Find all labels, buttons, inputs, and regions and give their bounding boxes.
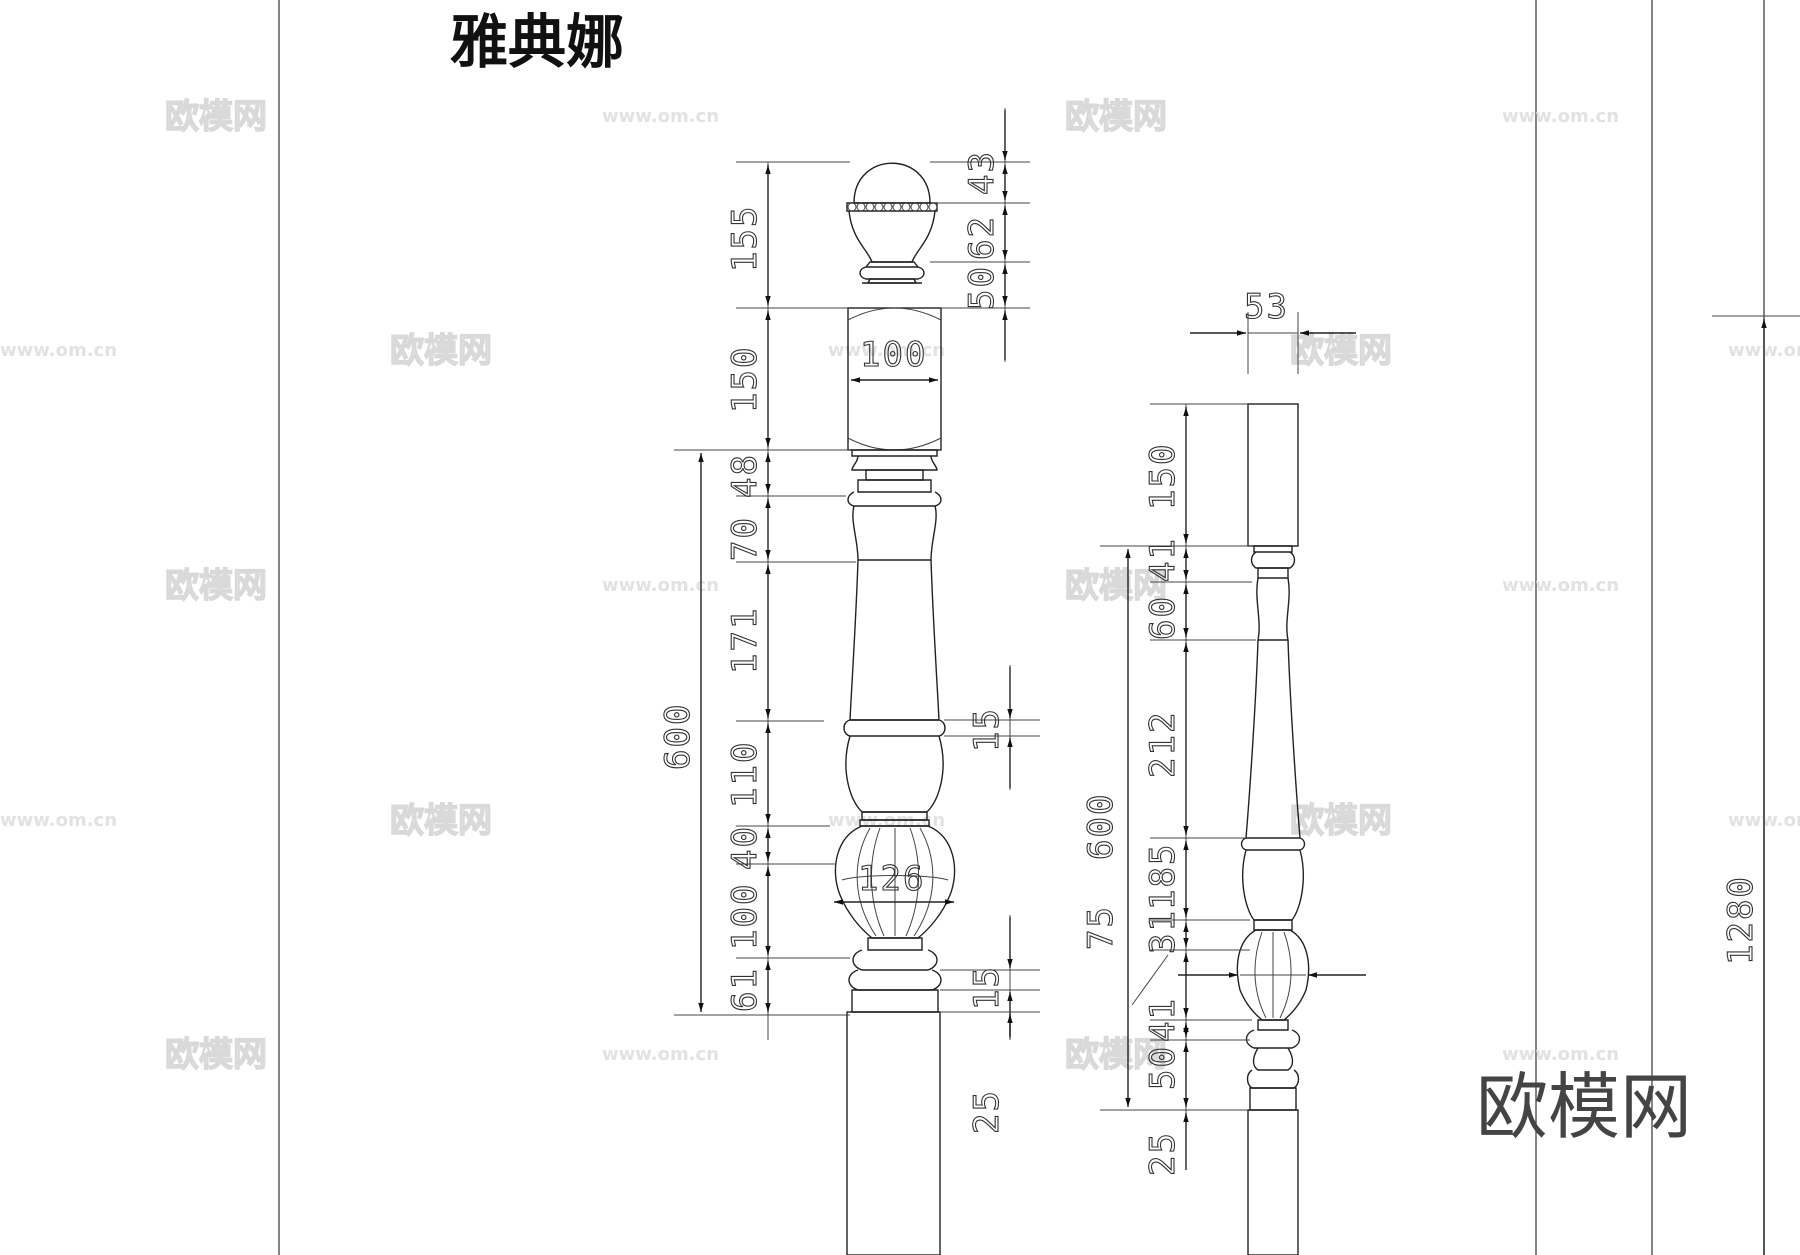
dim-right-mid: 15 — [967, 707, 1007, 752]
watermark-url: www.om.cn — [0, 340, 117, 361]
dim-right-top-1: 43 — [962, 150, 1002, 195]
dim-left-total: 600 — [658, 703, 698, 770]
dim-right-7: 41 — [1143, 997, 1183, 1042]
dim-right-1: 150 — [1143, 443, 1183, 510]
watermark: 欧模网 — [1290, 331, 1392, 371]
dim-right-total: 600 — [1081, 793, 1121, 860]
watermark-url: www.om.cn — [1502, 575, 1619, 596]
dim-width-top: 100 — [860, 335, 927, 375]
watermark-url: www.om.cn — [602, 575, 719, 596]
watermark: 欧模网 — [1065, 1035, 1167, 1075]
dim-right-top-3: 50 — [962, 265, 1002, 310]
dim-width-top: 53 — [1244, 287, 1289, 327]
watermark-url: www.om.cn — [602, 1044, 719, 1065]
watermark: 欧模网 — [390, 801, 492, 841]
watermark-url: www.om.cn — [1502, 1044, 1619, 1065]
dim-right-9: 25 — [1143, 1131, 1183, 1176]
dim-left-4: 70 — [725, 516, 765, 561]
watermark-url: www.om.cn — [828, 340, 945, 361]
watermark-url: www.om.cn — [602, 106, 719, 127]
site-logo: 欧模网 — [1476, 1065, 1692, 1149]
dim-right-5: 185 — [1143, 843, 1183, 910]
dim-left-5: 171 — [725, 607, 765, 674]
right-post-dimensions: 53 150 41 60 212 185 31 41 50 25 600 — [1080, 286, 1366, 1177]
left-post-dimensions-right: 43 62 50 15 15 25 — [930, 108, 1040, 1135]
bead-row — [847, 202, 938, 212]
dim-right-low: 15 — [967, 965, 1007, 1010]
watermark: 欧模网 — [1290, 801, 1392, 841]
dim-right-2: 41 — [1143, 537, 1183, 582]
dim-left-9: 61 — [725, 967, 765, 1012]
dim-right-top-2: 62 — [962, 215, 1002, 260]
dim-right-base: 25 — [967, 1089, 1007, 1134]
watermark: 欧模网 — [1065, 566, 1167, 606]
dim-far-right: 1280 — [1721, 875, 1761, 965]
watermark: 欧模网 — [165, 1035, 267, 1075]
dim-right-8: 50 — [1143, 1045, 1183, 1090]
watermark: 欧模网 — [165, 97, 267, 137]
far-right-dimension: 1280 — [1712, 315, 1800, 1255]
watermark-url: www.om.cn — [1502, 106, 1619, 127]
dim-right-6: 31 — [1143, 909, 1183, 954]
watermark: 欧模网 — [390, 331, 492, 371]
dim-right-4: 212 — [1143, 711, 1183, 778]
dim-right-side: 75 — [1081, 905, 1121, 950]
left-post-dimensions: 155 150 48 70 171 110 40 100 61 600 100 … — [657, 161, 954, 1040]
watermark-layer: 欧模网 www.om.cn 欧模网 www.om.cn www.om.cn 欧模… — [0, 96, 1800, 1075]
watermark-url: www.om.cn — [0, 810, 117, 831]
dim-width-bulb: 126 — [858, 859, 925, 899]
dim-left-8: 100 — [725, 883, 765, 950]
watermark: 欧模网 — [165, 566, 267, 606]
right-post-outline — [1236, 403, 1310, 1255]
dim-left-2: 150 — [725, 346, 765, 413]
dim-left-3: 48 — [725, 453, 765, 498]
dim-left-7: 40 — [725, 825, 765, 870]
watermark: 欧模网 — [1065, 97, 1167, 137]
drawing-title: 雅典娜 — [450, 8, 624, 76]
dim-right-3: 60 — [1143, 595, 1183, 640]
left-post-outline — [834, 162, 956, 1255]
dim-left-6: 110 — [725, 741, 765, 808]
dim-left-1: 155 — [725, 205, 765, 272]
